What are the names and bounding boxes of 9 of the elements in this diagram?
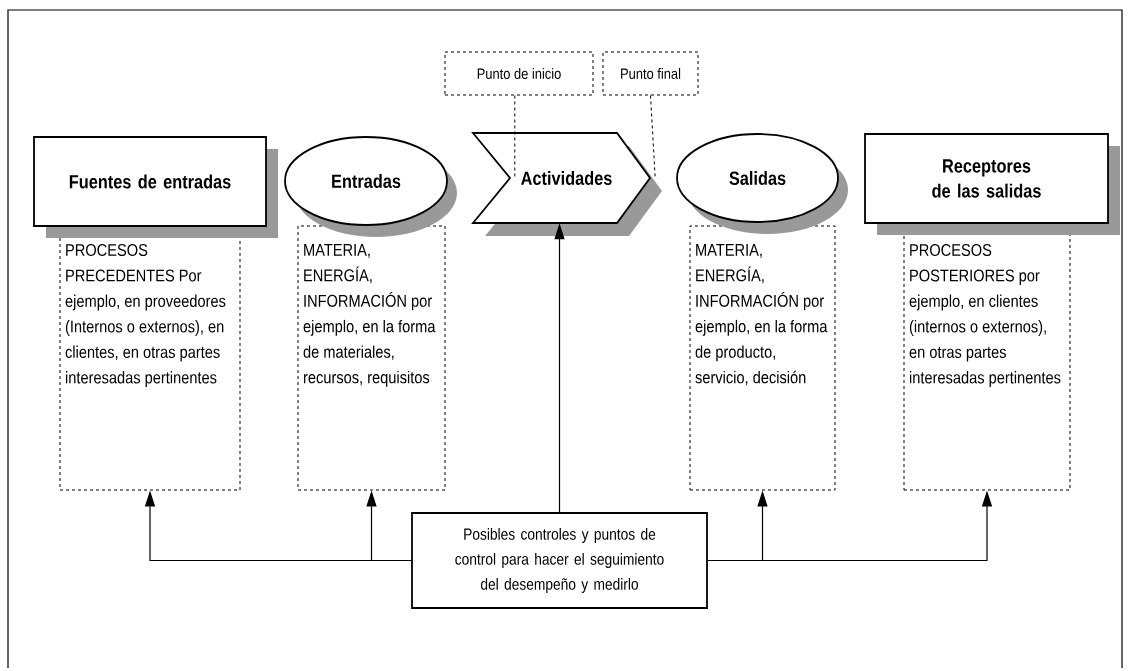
- control-box: Posibles controles y puntos de control para hacer el seguimiento del desempeño y medirlo: [411, 512, 708, 609]
- leader-line: [650, 95, 656, 179]
- callout-box: Punto de inicio: [444, 51, 594, 96]
- leader-line: [514, 95, 516, 179]
- process-box: Fuentes de entradas: [33, 136, 278, 238]
- description-box: MATERIA, ENERGÍA, INFORMACIÓN por ejemplo, en la forma de materiales, recursos, requisitos: [297, 225, 446, 491]
- description-box: MATERIA, ENERGÍA, INFORMACIÓN por ejemplo, en la forma de producto, servicio, decisión: [689, 225, 836, 491]
- callout-box: Punto final: [602, 51, 699, 96]
- process-box: Receptores de las salidas: [864, 133, 1120, 235]
